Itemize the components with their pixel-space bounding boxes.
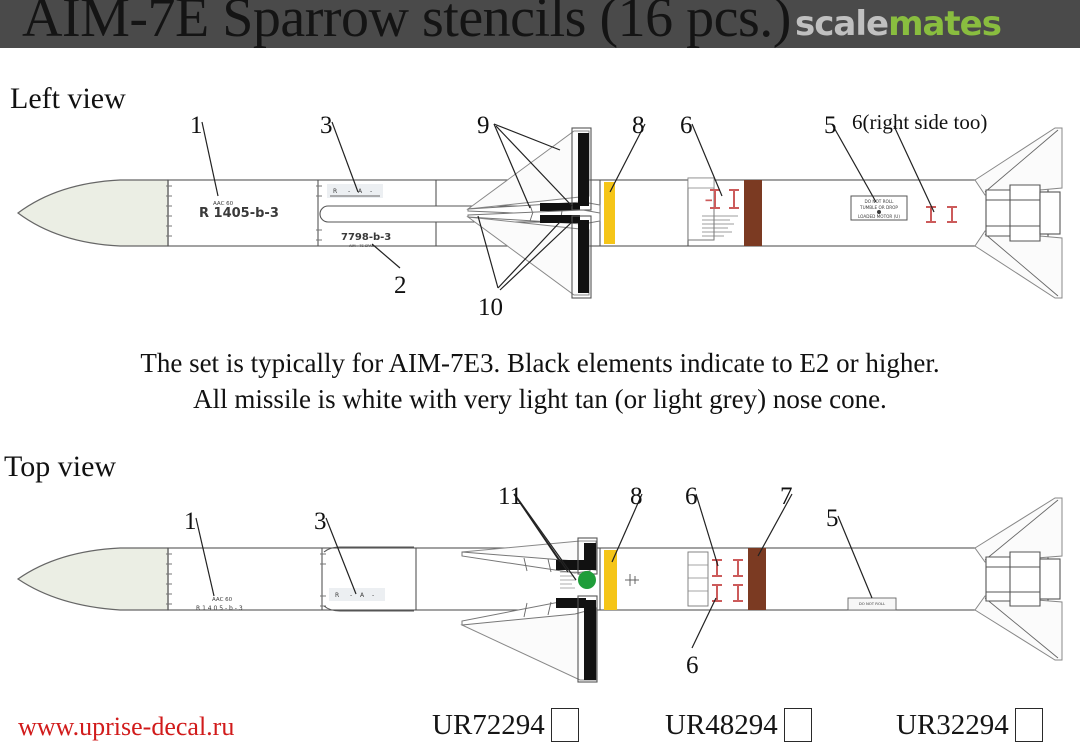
description-line-2: All missile is white with very light tan… [193,384,887,414]
callout-top-3: 3 [314,508,327,535]
svg-text:-: - [348,188,350,195]
watermark-text-mates: mates [888,4,1002,44]
top-view-fine-stencil-11 [560,571,578,589]
svg-text:AIM - 7E SPAR: AIM - 7E SPAR [349,244,375,248]
top-view-lower-wing [460,595,598,683]
svg-text:R 1 4 0 5 - b - 3: R 1 4 0 5 - b - 3 [196,605,243,612]
callout-left-10: 10 [478,294,503,321]
product-code: UR32294 [896,708,1009,741]
left-view-heading: Left view [10,82,126,115]
svg-text:R 1405-b-3: R 1405-b-3 [199,206,279,221]
website-url[interactable]: www.uprise-decal.ru [18,712,235,741]
svg-text:-: - [350,592,352,599]
callout-left-1: 1 [190,112,203,139]
svg-text:TUMBLE OR DROP: TUMBLE OR DROP [859,205,898,210]
svg-text:I: I [705,199,715,202]
product-code: UR72294 [432,708,545,741]
description-line-1: The set is typically for AIM-7E3. Black … [140,348,940,378]
callout-top-5: 5 [826,505,839,532]
left-view-stencil-panel-6: I [687,177,739,241]
top-view-tail [974,497,1063,661]
svg-text:R: R [333,188,337,195]
left-view-leader-lines [201,121,935,291]
product-entry-ur32294: UR32294 [896,708,1043,742]
footer: www.uprise-decal.ru UR72294 UR48294 UR32… [0,706,1080,752]
product-checkbox[interactable] [783,708,812,742]
callout-left-note-right-side: 6(right side too) [852,110,988,134]
callout-left-3: 3 [320,112,333,139]
description-block: The set is typically for AIM-7E3. Black … [0,345,1080,417]
page-title: AIM-7E Sparrow stencils (16 pcs.) [22,0,791,49]
svg-text:DO NOT ROLL: DO NOT ROLL [859,601,886,606]
callout-left-6: 6 [680,112,693,139]
callout-top-11: 11 [498,483,523,510]
callout-left-8: 8 [632,112,645,139]
svg-text:A: A [360,592,365,599]
top-view-yellow-band [604,550,617,610]
callout-top-8: 8 [630,483,643,510]
svg-text:-: - [372,592,374,599]
product-entry-ur72294: UR72294 [432,708,579,742]
top-view-upper-wing [461,537,598,575]
top-view-center-glyph [625,574,639,586]
callout-top-7: 7 [780,483,793,510]
callout-left-5: 5 [824,112,837,139]
product-entry-ur48294: UR48294 [665,708,812,742]
header-bar: AIM-7E Sparrow stencils (16 pcs.) scalem… [0,0,1080,49]
product-code: UR48294 [665,708,778,741]
callout-left-9: 9 [477,112,490,139]
left-view-missile: R - A - R 1405-b-3 AAC 60 7798-b-3 AIM -… [16,127,1063,299]
left-view-yellow-band [604,182,615,244]
svg-text:7798-b-3: 7798-b-3 [341,232,391,243]
svg-text:A: A [358,188,363,195]
product-checkbox[interactable] [1014,708,1043,742]
callout-top-6: 6 [685,483,698,510]
svg-text:-: - [370,188,372,195]
top-view-brown-band [748,548,766,610]
svg-text:LOADED MOTOR (U): LOADED MOTOR (U) [858,214,900,219]
top-view-green-marker [578,571,596,589]
top-view-leader-lines [195,493,873,649]
left-view-brown-band [744,180,762,246]
callout-top-1: 1 [184,508,197,535]
scalemates-watermark: scalemates [795,4,1002,44]
top-view-stencil-panel-6 [687,551,743,607]
left-view-boxed-stencil-5: DO NOT ROLL TUMBLE OR DROP LOADED MOTOR … [850,195,908,221]
left-view-tail [974,127,1063,299]
left-view-rear-red-stencils [926,206,957,223]
top-view-heading: Top view [4,450,117,483]
svg-text:AAC 60: AAC 60 [212,597,233,603]
svg-text:DO NOT ROLL: DO NOT ROLL [864,199,894,204]
svg-text:AAC 60: AAC 60 [213,201,234,207]
top-view-boxed-stencil-5: DO NOT ROLL [847,597,897,611]
callout-left-2: 2 [394,272,407,299]
callout-top-6b: 6 [686,652,699,679]
top-view-missile: R - A - AAC 60 R 1 4 0 5 - b - 3 [16,497,1063,683]
watermark-text-scale: scale [795,4,889,44]
product-checkbox[interactable] [550,708,579,742]
svg-text:R: R [335,592,339,599]
